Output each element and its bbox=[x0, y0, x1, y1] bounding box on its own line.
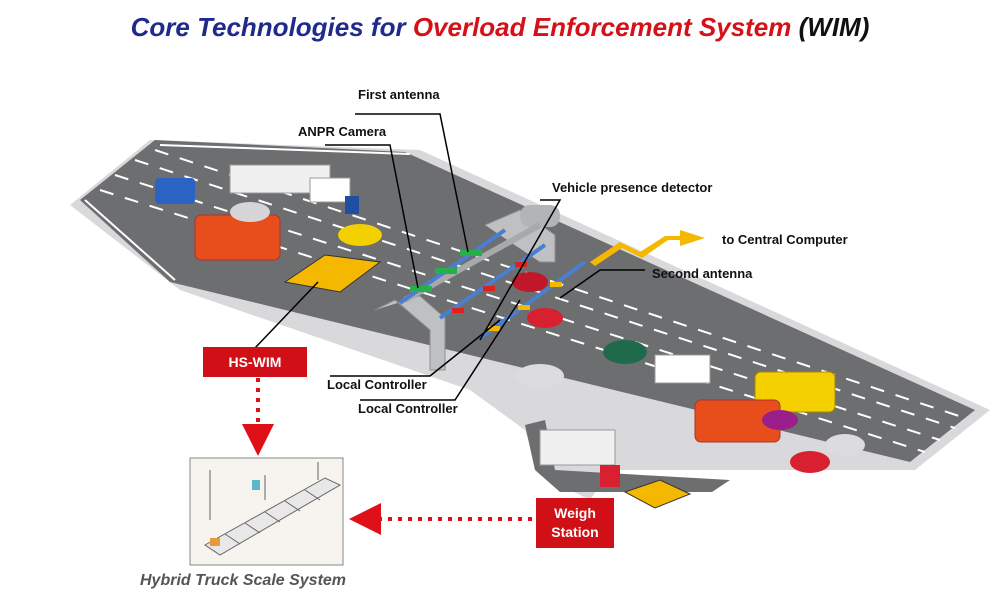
van bbox=[155, 178, 195, 204]
leader-lines bbox=[254, 113, 645, 401]
hs-wim-badge: HS-WIM bbox=[203, 347, 307, 377]
bus bbox=[194, 214, 281, 261]
label-vehicle-presence-detector: Vehicle presence detector bbox=[552, 180, 713, 195]
title-part-1: Core Technologies for bbox=[130, 12, 413, 42]
label-local-controller-1: Local Controller bbox=[327, 377, 427, 392]
weigh-station-pad bbox=[623, 479, 692, 509]
label-first-antenna: First antenna bbox=[358, 87, 440, 102]
truck-scale-panel bbox=[189, 457, 344, 566]
label-to-central-computer: to Central Computer bbox=[722, 232, 848, 247]
page-title: Core Technologies for Overload Enforceme… bbox=[0, 12, 1000, 43]
hs-wim-sensor-pad bbox=[283, 254, 382, 293]
weigh-station-badge: Weigh Station bbox=[536, 498, 614, 548]
first-antenna-unit bbox=[410, 286, 432, 292]
weigh-station-line-2: Station bbox=[551, 524, 599, 540]
data-arrow bbox=[590, 230, 705, 266]
label-second-antenna: Second antenna bbox=[652, 266, 753, 281]
label-anpr-camera: ANPR Camera bbox=[298, 124, 387, 139]
label-local-controller-2: Local Controller bbox=[358, 401, 458, 416]
truck-scale-caption: Hybrid Truck Scale System bbox=[140, 572, 347, 589]
weigh-station-line-1: Weigh bbox=[554, 505, 596, 521]
title-part-3: (WIM) bbox=[791, 12, 870, 42]
vehicles bbox=[155, 164, 865, 487]
title-part-2: Overload Enforcement System bbox=[412, 12, 792, 42]
